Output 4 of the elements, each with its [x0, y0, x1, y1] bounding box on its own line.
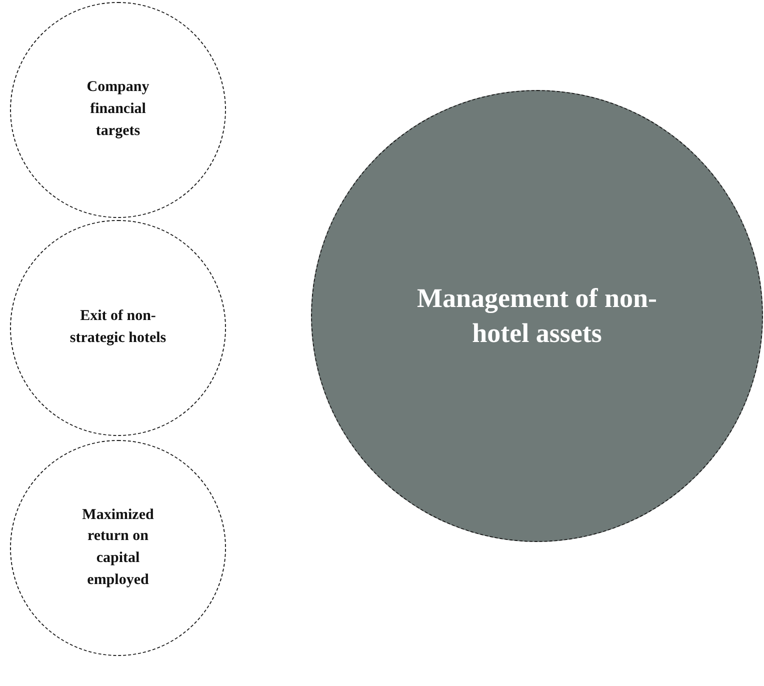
circle-label: Company financial targets	[86, 78, 150, 141]
circle-label: Exit of non-strategic hotels	[68, 307, 168, 348]
circle-label: Maximized return on capital employed	[81, 506, 155, 590]
circle-label: Management of non-hotel assets	[416, 282, 658, 350]
